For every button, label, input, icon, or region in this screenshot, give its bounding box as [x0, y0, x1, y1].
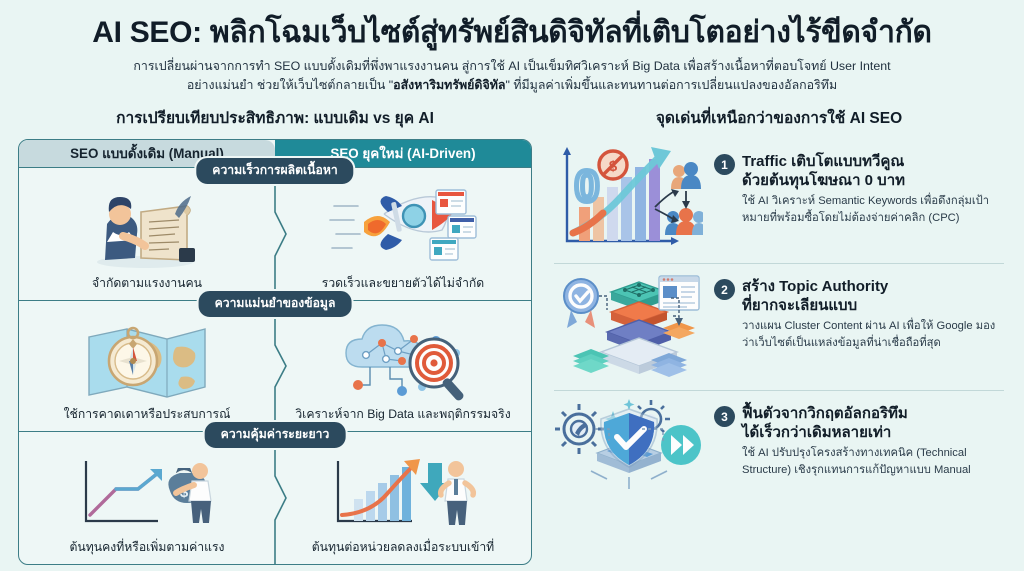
svg-text:$: $ — [180, 484, 189, 501]
benefit-body-2: สร้าง Topic Authority ที่ยากจะเลียนแบบ ว… — [742, 277, 1004, 351]
benefit-body-3: ฟื้นตัวจากวิกฤตอัลกอริทึม ได้เร็วกว่าเดิ… — [742, 404, 1004, 478]
comparison-cell-manual-accuracy: ใช้การคาดเดาหรือประสบการณ์ — [19, 301, 275, 431]
benefit-item-topic-authority: 2 สร้าง Topic Authority ที่ยากจะเลียนแบบ… — [554, 263, 1004, 390]
benefit-title-3-line-2: ได้เร็วกว่าเดิมหลายเท่า — [742, 424, 892, 442]
benefits-column: จุดเด่นที่เหนือกว่าของการใช้ AI SEO — [546, 105, 1004, 565]
benefit-description-2: วางแผน Cluster Content ผ่าน AI เพื่อให้ … — [742, 320, 996, 349]
benefit-text-traffic: 1 Traffic เติบโตแบบทวีคูณ ด้วยต้นทุนโฆษณ… — [714, 145, 1004, 226]
comparison-caption-ai-cost: ต้นทุนต่อหน่วยลดลงเมื่อระบบเข้าที่ — [311, 540, 495, 555]
benefits-section-title: จุดเด่นที่เหนือกว่าของการใช้ AI SEO — [655, 110, 903, 128]
subtitle-line-2: อย่างแม่นยำ ช่วยให้เว็บไซต์กลายเป็น "อสั… — [20, 76, 1004, 95]
layered-stack-badge-icon — [554, 270, 704, 382]
benefit-title-1-line-2: ด้วยต้นทุนโฆษณา 0 บาท — [742, 172, 906, 190]
cloud-data-target-icon — [281, 321, 525, 403]
comparison-column: การเปรียบเทียบประสิทธิภาพ: แบบเดิม vs ยุ… — [18, 105, 532, 566]
scribe-writing-scroll-icon — [25, 188, 269, 272]
benefit-title-3-line-1: ฟื้นตัวจากวิกฤตอัลกอริทึม — [742, 405, 908, 423]
benefit-description-1: ใช้ AI วิเคราะห์ Semantic Keywords เพื่อ… — [742, 195, 990, 224]
subtitle-line-2-prefix: อย่างแม่นยำ ช่วยให้เว็บไซต์กลายเป็น " — [186, 77, 394, 92]
benefit-text-algorithm-recovery: 3 ฟื้นตัวจากวิกฤตอัลกอริทึม ได้เร็วกว่าเ… — [714, 397, 1004, 478]
benefit-item-algorithm-recovery: 3 ฟื้นตัวจากวิกฤตอัลกอริทึม ได้เร็วกว่าเ… — [554, 390, 1004, 517]
zero-cost-growth-chart-icon: 0 $ — [554, 145, 704, 255]
body-columns: การเปรียบเทียบประสิทธิภาพ: แบบเดิม vs ยุ… — [0, 99, 1024, 566]
growth-chart-falling-cost-icon — [281, 454, 525, 536]
benefit-number-badge-1: 1 — [714, 154, 735, 176]
benefit-number-badge-3: 3 — [714, 406, 735, 428]
benefit-title-2-line-1: สร้าง Topic Authority — [742, 278, 889, 296]
page-title: AI SEO: พลิกโฉมเว็บไซต์สู่ทรัพย์สินดิจิท… — [92, 16, 932, 49]
comparison-row-accuracy: ความแม่นยำของข้อมูล — [19, 289, 531, 432]
svg-text:0: 0 — [575, 162, 599, 211]
comparison-caption-manual-cost: ต้นทุนคงที่หรือเพิ่มตามค่าแรง — [69, 540, 225, 555]
comparison-row-cost: ความคุ้มค่าระยะยาว $ — [19, 420, 531, 565]
comparison-caption-manual-accuracy: ใช้การคาดเดาหรือประสบการณ์ — [63, 407, 231, 422]
subtitle-line-1: การเปลี่ยนผ่านจากการทำ SEO แบบดั้งเดิมที… — [133, 58, 891, 73]
comparison-cell-ai-cost: ต้นทุนต่อหน่วยลดลงเมื่อระบบเข้าที่ — [275, 432, 531, 564]
compass-map-icon — [25, 321, 269, 403]
subtitle-line-2-suffix: " ที่มีมูลค่าเพิ่มขึ้นและทนทานต่อการเปลี… — [505, 77, 838, 92]
benefit-title-1: Traffic เติบโตแบบทวีคูณ ด้วยต้นทุนโฆษณา … — [742, 152, 1004, 190]
comparison-row-label-cost: ความคุ้มค่าระยะยาว — [202, 420, 348, 451]
benefit-item-traffic: 0 $ — [554, 139, 1004, 263]
comparison-section-title: การเปรียบเทียบประสิทธิภาพ: แบบเดิม vs ยุ… — [116, 110, 434, 128]
comparison-row-label-accuracy: ความแม่นยำของข้อมูล — [196, 289, 354, 320]
benefit-title-2: สร้าง Topic Authority ที่ยากจะเลียนแบบ — [742, 277, 1004, 315]
rising-cost-moneybag-icon: $ — [25, 454, 269, 536]
comparison-cell-ai-accuracy: วิเคราะห์จาก Big Data และพฤติกรรมจริง — [275, 301, 531, 431]
benefit-body-1: Traffic เติบโตแบบทวีคูณ ด้วยต้นทุนโฆษณา … — [742, 152, 1004, 226]
header: AI SEO: พลิกโฉมเว็บไซต์สู่ทรัพย์สินดิจิท… — [0, 0, 1024, 99]
comparison-row-label-speed: ความเร็วการผลิตเนื้อหา — [194, 156, 356, 187]
rocket-launch-icon — [281, 186, 525, 272]
comparison-cell-manual-speed: จำกัดตามแรงงานคน — [19, 168, 275, 300]
comparison-cell-manual-cost: $ ต้นทุนคงที่หรือเพิ่มตามค่าแรง — [19, 432, 275, 564]
comparison-caption-ai-speed: รวดเร็วและขยายตัวได้ไม่จำกัด — [321, 276, 485, 291]
comparison-caption-ai-accuracy: วิเคราะห์จาก Big Data และพฤติกรรมจริง — [295, 407, 511, 422]
comparison-cell-ai-speed: รวดเร็วและขยายตัวได้ไม่จำกัด — [275, 168, 531, 300]
comparison-row-speed: ความเร็วการผลิตเนื้อหา — [19, 156, 531, 301]
column-header-manual: SEO แบบดั้งเดิม (Manual) — [19, 140, 275, 168]
comparison-table: SEO แบบดั้งเดิม (Manual) SEO ยุคใหม่ (AI… — [18, 139, 532, 566]
benefit-description-3: ใช้ AI ปรับปรุงโครงสร้างทางเทคนิค (Techn… — [742, 447, 971, 476]
benefit-title-2-line-2: ที่ยากจะเลียนแบบ — [742, 297, 858, 315]
benefit-number-badge-2: 2 — [714, 279, 735, 301]
benefit-title-3: ฟื้นตัวจากวิกฤตอัลกอริทึม ได้เร็วกว่าเดิ… — [742, 404, 1004, 442]
benefit-title-1-line-1: Traffic เติบโตแบบทวีคูณ — [742, 153, 905, 171]
shield-gears-fastforward-icon — [554, 397, 704, 509]
comparison-caption-manual-speed: จำกัดตามแรงงานคน — [91, 276, 203, 291]
page-subtitle: การเปลี่ยนผ่านจากการทำ SEO แบบดั้งเดิมที… — [20, 57, 1004, 95]
subtitle-highlight-term: อสังหาริมทรัพย์ดิจิทัล — [393, 77, 506, 92]
benefit-text-topic-authority: 2 สร้าง Topic Authority ที่ยากจะเลียนแบบ… — [714, 270, 1004, 351]
